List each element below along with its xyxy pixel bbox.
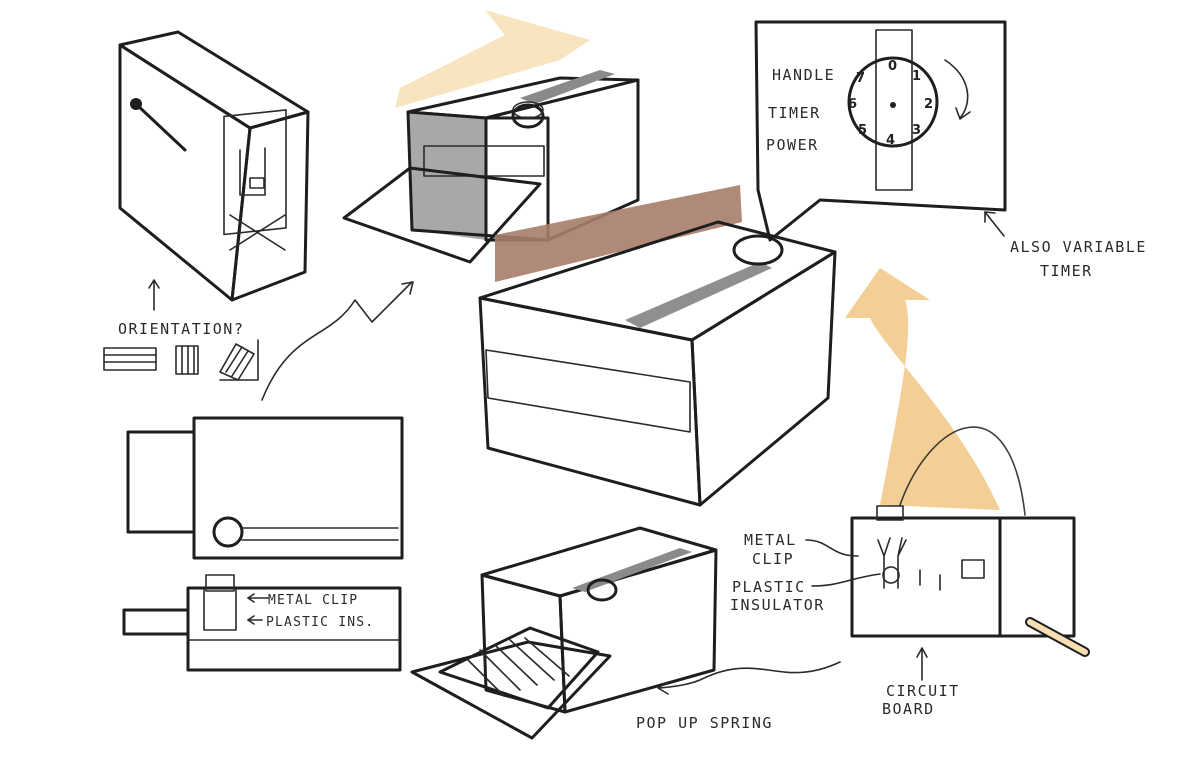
circuit-label: CIRCUIT [886,682,960,700]
dial-number-4: 4 [886,133,895,148]
orientation-vertical-icon [175,345,199,375]
orientation-horizontal-icon [103,347,157,371]
dial-number-2: 2 [924,97,933,112]
also-variable-label: ALSO VARIABLE [1010,238,1147,256]
dial-number-6: 6 [848,97,857,112]
plastic-insulator-label: PLASTIC [732,578,806,596]
metal-clip-label-2: CLIP [752,550,794,568]
dial-number-7: 7 [856,71,865,86]
small-box-with-tray-sketch [342,10,640,264]
dial-number-0: 0 [888,59,897,74]
side-view-sketch [126,281,414,560]
board-label: BOARD [882,700,935,718]
plastic-insulator-label-2: INSULATOR [730,596,825,614]
circuit-board-sketch: METAL CLIP PLASTIC INSULATOR CIRCUIT BOA… [730,505,1090,718]
plastic-ins-label: PLASTIC INS. [266,615,374,630]
dial-number-3: 3 [912,123,921,138]
also-variable-timer-label: TIMER [1040,262,1093,280]
section-view-sketch: METAL CLIP PLASTIC INS. [122,574,402,672]
power-label: POWER [766,136,819,154]
orientation-label: ORIENTATION? [118,320,244,338]
pop-up-spring-label: POP UP SPRING [636,714,773,732]
metal-clip-side-label: METAL CLIP [268,593,358,608]
toaster-box-sketch: POP UP SPRING [410,526,841,740]
orientation-angled-icon [219,339,259,381]
wooden-box-sketch [118,30,310,302]
curved-arrow [845,268,1026,516]
timer-label: TIMER [768,104,821,122]
handle-label: HANDLE [772,66,835,84]
timer-callout: 0 1 2 3 4 5 6 7 HANDLE TIMER POWER [754,20,1007,242]
dial-number-1: 1 [912,69,921,84]
metal-clip-label: METAL [744,531,797,549]
orientation-note: ORIENTATION? [103,279,259,381]
dial-number-5: 5 [858,123,867,138]
variable-timer-note: ALSO VARIABLE TIMER [984,211,1147,280]
main-device-sketch [478,185,837,507]
